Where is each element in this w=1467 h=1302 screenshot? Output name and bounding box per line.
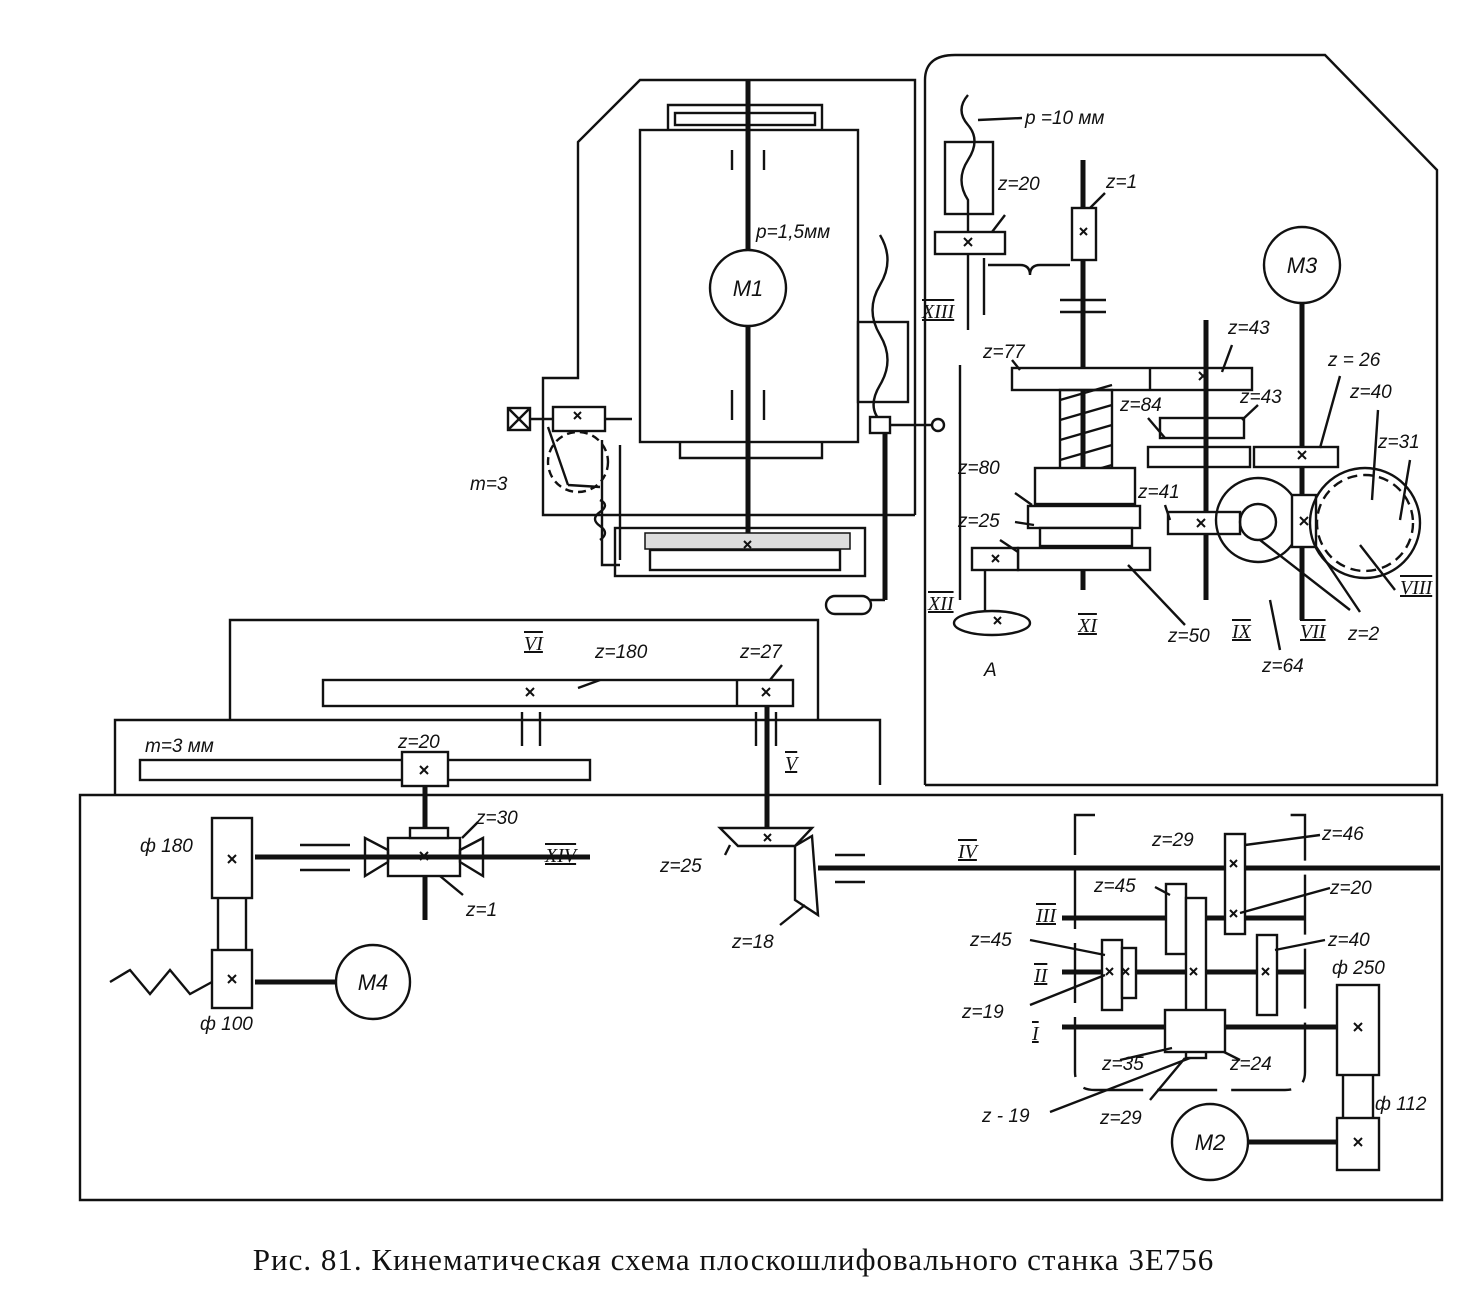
label-pitch-1-5: p=1,5мм	[755, 222, 830, 243]
label-z26: z = 26	[1327, 350, 1381, 371]
shaft-label-v: V	[785, 753, 800, 775]
motor-m1-label: М1	[733, 276, 764, 301]
shaft-label-ix: IX	[1231, 621, 1252, 643]
shaft-label-vii: VII	[1300, 621, 1327, 643]
shaft-label-iii: III	[1035, 905, 1057, 927]
motor-m2-label: М2	[1195, 1130, 1226, 1155]
figure-caption: Рис. 81. Кинематическая схема плоскошлиф…	[252, 1242, 1215, 1277]
label-z24: z=24	[1229, 1054, 1272, 1075]
table-drive	[109, 678, 1440, 1010]
shaft-label-xi: XI	[1077, 615, 1098, 637]
label-z19a: z=19	[961, 1002, 1004, 1023]
label-z43b: z=43	[1239, 387, 1282, 408]
label-phi180: ф 180	[140, 836, 193, 857]
label-z180: z=180	[594, 642, 648, 663]
label-z77: z=77	[982, 342, 1026, 363]
motor-m3: М3	[1262, 225, 1342, 620]
label-z1-mid: z=1	[465, 900, 497, 921]
label-z27: z=27	[739, 642, 783, 663]
label-a: A	[983, 660, 997, 681]
label-phi112: ф 112	[1375, 1094, 1427, 1115]
label-z25-bevel: z=25	[659, 856, 702, 877]
label-z1-top: z=1	[1105, 172, 1137, 193]
shaft-label-viii: VIII	[1400, 577, 1434, 599]
label-phi100: ф 100	[200, 1014, 253, 1035]
label-z45a: z=45	[1093, 876, 1136, 897]
lower-right-gearbox	[1062, 832, 1381, 1172]
gear-center-marks	[227, 227, 1363, 1147]
label-z50: z=50	[1167, 626, 1210, 647]
label-z84: z=84	[1119, 395, 1162, 416]
grinding-head	[613, 80, 867, 578]
motor-m3-label: М3	[1287, 253, 1318, 278]
label-z35: z=35	[1101, 1054, 1144, 1075]
label-z20-mid: z=20	[397, 732, 440, 753]
shaft-label-iv: IV	[957, 841, 980, 863]
label-z43a: z=43	[1227, 318, 1270, 339]
label-z40-gb: z=40	[1327, 930, 1370, 951]
shaft-label-xiv: XIV	[544, 845, 579, 867]
motor-m4: М4	[255, 943, 412, 1021]
leader-lines	[439, 116, 1412, 1114]
motor-m1: М1	[708, 248, 788, 328]
label-z18: z=18	[731, 932, 774, 953]
label-z45b: z=45	[969, 930, 1012, 951]
head-rack-drive	[506, 405, 632, 567]
gear-labels: p =10 мм p=1,5мм m=3 z=20 z=1 z=77 z=43 …	[140, 108, 1427, 1129]
vertical-feed-screw	[824, 234, 946, 616]
label-z29a: z=29	[1151, 830, 1194, 851]
shaft-label-xii: XII	[927, 593, 955, 615]
shaft-label-vi: VI	[524, 633, 544, 655]
shaft-label-xiii: XIII	[921, 301, 956, 323]
label-z64: z=64	[1261, 656, 1304, 677]
label-z29b: z=29	[1099, 1108, 1142, 1129]
label-z19b: z - 19	[981, 1106, 1030, 1127]
label-z46: z=46	[1321, 824, 1364, 845]
motor-m4-label: М4	[358, 970, 389, 995]
shaft-label-ii: II	[1033, 965, 1049, 987]
label-z25-top: z=25	[957, 511, 1000, 532]
housing-outlines	[78, 53, 1444, 1202]
label-module-3: m=3	[470, 474, 508, 495]
label-z30: z=30	[475, 808, 518, 829]
label-z31: z=31	[1377, 432, 1420, 453]
shaft-label-i: I	[1031, 1023, 1040, 1045]
motor-m2: М2	[1170, 1102, 1345, 1182]
label-z20-gb: z=20	[1329, 878, 1372, 899]
label-z2: z=2	[1347, 624, 1380, 645]
kinematic-scheme: М1 М3 М4 М2	[78, 53, 1444, 1202]
shaft-labels: I II III IV V VI VII VIII IX XI XII XIII…	[524, 301, 1434, 1045]
label-z80: z=80	[957, 458, 1000, 479]
label-module-3mm: m=3 мм	[145, 736, 214, 757]
label-phi250: ф 250	[1332, 958, 1385, 979]
label-z40-top: z=40	[1349, 382, 1392, 403]
label-pitch-10: p =10 мм	[1024, 108, 1104, 129]
label-z20-top: z=20	[997, 174, 1040, 195]
label-z41: z=41	[1137, 482, 1180, 503]
